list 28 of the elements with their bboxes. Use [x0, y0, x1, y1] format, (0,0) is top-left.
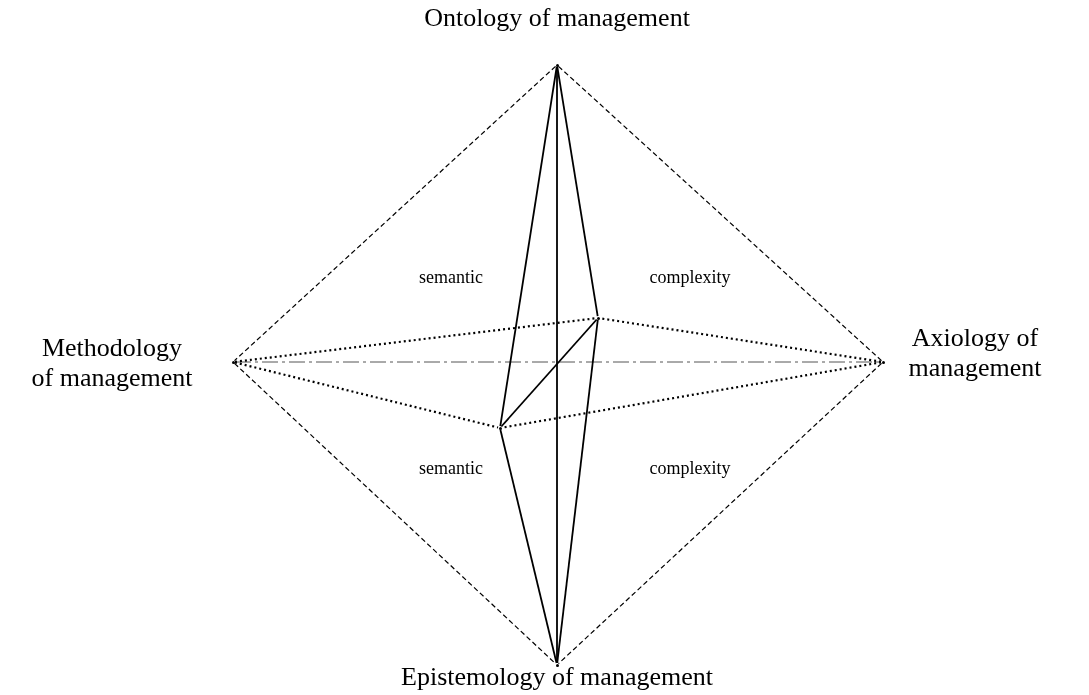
dashed-line: [233, 362, 557, 665]
solid-line: [499, 66, 558, 427]
dashed-line: [501, 361, 882, 429]
region-label: semantic: [419, 457, 483, 479]
dashed-line: [234, 361, 499, 429]
vertex-point: [231, 360, 235, 364]
vertex-point: [498, 426, 502, 430]
solid-line: [556, 319, 599, 664]
region-label: complexity: [649, 266, 731, 288]
solid-line: [499, 429, 558, 664]
vertex-label: Epistemology of management: [401, 662, 713, 692]
vertex-label: Axiology of management: [907, 323, 1043, 383]
vertex-point: [555, 663, 559, 667]
vertex-point: [555, 63, 559, 67]
vertex-label: Ontology of management: [424, 3, 690, 33]
vertex-point: [596, 316, 600, 320]
solid-line: [500, 318, 598, 428]
dashed-line: [234, 361, 882, 363]
dashed-line: [557, 65, 883, 362]
region-label: semantic: [419, 266, 483, 288]
region-label: complexity: [649, 457, 731, 479]
vertex-label: Methodology of management: [30, 333, 194, 393]
dashed-line: [233, 65, 557, 362]
dashed-line: [557, 362, 883, 665]
dashed-line: [234, 317, 597, 363]
dashed-line: [599, 317, 882, 363]
vertex-point: [881, 360, 885, 364]
solid-line: [556, 66, 599, 317]
